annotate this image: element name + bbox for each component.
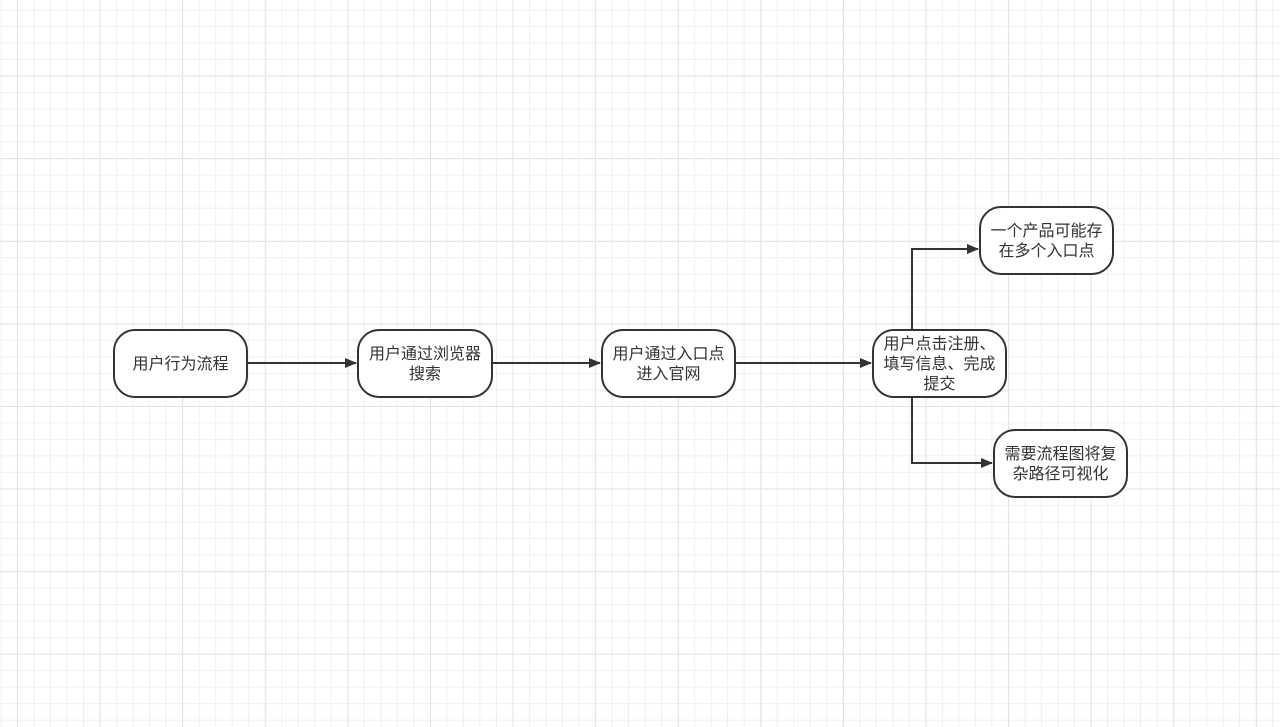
node-multiple-entry-points[interactable]: 一个产品可能存在多个入口点: [979, 206, 1114, 275]
node-label: 一个产品可能存在多个入口点: [990, 220, 1103, 260]
node-label: 用户通过入口点进入官网: [612, 343, 725, 383]
node-label: 需要流程图将复杂路径可视化: [1004, 443, 1117, 483]
edge-n4-n5: [911, 244, 979, 329]
node-visualize-complex-paths[interactable]: 需要流程图将复杂路径可视化: [993, 429, 1128, 498]
node-register-submit[interactable]: 用户点击注册、填写信息、完成提交: [872, 329, 1007, 398]
node-user-behavior-flow[interactable]: 用户行为流程: [113, 329, 248, 398]
node-label: 用户行为流程: [132, 353, 229, 373]
node-browser-search[interactable]: 用户通过浏览器搜索: [357, 329, 493, 398]
node-label: 用户点击注册、填写信息、完成提交: [883, 333, 996, 393]
edge-n4-n6: [911, 397, 993, 468]
node-label: 用户通过浏览器搜索: [368, 343, 481, 383]
node-enter-via-entry-point[interactable]: 用户通过入口点进入官网: [601, 329, 736, 398]
